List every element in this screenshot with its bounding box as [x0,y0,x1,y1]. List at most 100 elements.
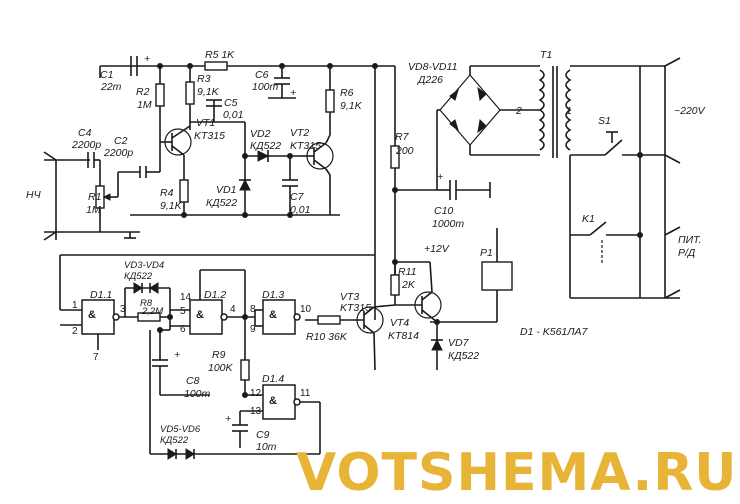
transistor-vt1: VT1 KT315 [160,117,225,156]
svg-text:9: 9 [250,324,256,335]
c5-value: 0,01 [223,109,243,121]
vt1-value: KT315 [194,130,225,142]
svg-text:+: + [174,349,180,361]
vt3-label: VT3 [340,291,359,303]
junctions [157,63,643,398]
top-rail [99,65,395,78]
switch-s1: S1 [598,115,640,156]
c5-label: C5 [224,97,238,109]
r4-label: R4 [160,187,174,199]
diode-vd7: VD7 КД522 [431,322,479,370]
resistor-r10: R10 36K [305,315,364,343]
svg-text:11: 11 [300,388,311,399]
svg-text:&: & [88,309,96,321]
resistor-r3: R3 9,1K [185,73,220,105]
svg-text:+: + [437,171,443,183]
transistor-vt4: VT4 KT814 [388,261,442,342]
vt3-value: KT315 [340,302,371,314]
r2-value: 1M [137,99,152,111]
resistor-r5: R5 1K [204,49,235,71]
plus-12v-label: +12V [424,243,450,255]
c10-label: C10 [434,205,453,217]
diode-vd3-vd4: VD3-VD4 КД522 [119,260,170,318]
svg-text:14: 14 [180,292,192,303]
vd3-value: КД522 [124,271,153,282]
svg-text:+: + [290,87,296,99]
r4-value: 9,1K [160,200,183,212]
vd2-value: КД522 [250,140,281,152]
r11-value: 2K [401,279,416,291]
capacitor-c6: + C6 100m [252,66,296,99]
pit-label: ПИТ. [678,234,702,246]
vt4-value: KT814 [388,330,419,342]
vt4-label: VT4 [390,317,409,329]
capacitor-c8: + C8 100m [152,329,211,400]
gate-d1-2: & D1.2 14 5 6 4 [170,269,245,335]
vt2-label: VT2 [290,127,309,139]
c7-value: 0,01 [290,204,310,216]
vd7-label: VD7 [448,337,470,349]
transformer-t1: T1 1 2 [515,49,572,158]
gate-d1-1: & D1.1 1 2 3 7 [72,289,126,363]
r10-label: R10 36K [306,331,348,343]
c8-value: 100m [184,388,211,400]
capacitor-c5: C5 0,01 [190,97,243,123]
svg-text:10: 10 [300,304,312,315]
svg-text:8: 8 [250,304,256,315]
r1-label: R1 [88,191,101,203]
winding-2-label: 2 [515,105,522,117]
relay-coil-p1: P1 [430,228,513,323]
vd5-label: VD5-VD6 [160,424,201,435]
v220-label: ~220V [674,105,706,117]
c1-label: C1 [100,69,113,81]
c8-label: C8 [186,375,200,387]
resistor-r11: R11 2K [390,261,430,305]
vd7-value: КД522 [448,350,479,362]
diode-vd5-vd6: VD5-VD6 КД522 [149,330,320,460]
capacitor-c10: + C10 1000m [432,171,491,230]
r7-label: R7 [395,131,410,143]
winding-1-label: 1 [566,105,572,117]
s1-label: S1 [598,115,611,127]
svg-text:+: + [144,53,150,65]
vd5-value: КД522 [160,435,189,446]
p1-label: P1 [480,247,493,259]
potentiometer-r1: R1 1M [86,160,119,232]
capacitor-c4: C4 2200p [71,127,101,168]
watermark: VOTSHEMA.RU [296,443,737,503]
diode-vd1: VD1 КД522 [206,156,251,215]
d1-3-label: D1.3 [262,289,284,301]
diode-vd2: VD2 КД522 [245,128,300,162]
c4-label: C4 [78,127,92,139]
transistor-vt2: VT2 KT315 [290,127,334,170]
nch-label: НЧ [26,189,42,201]
resistor-r2: R2 1M [136,83,165,111]
r3-label: R3 [197,73,211,85]
resistor-r9: R9 100K [208,349,250,395]
svg-text:1: 1 [72,300,78,311]
d1-2-label: D1.2 [204,289,226,301]
gate-d1-3: & D1.3 8 9 10 [250,289,312,335]
svg-text:4: 4 [230,304,236,315]
c4-value: 2200p [71,139,101,151]
svg-text:&: & [196,309,204,321]
resistor-r4: R4 9,1K [160,170,189,215]
svg-text:6: 6 [180,324,186,335]
vd8-label: VD8-VD11 [408,61,457,73]
c6-value: 100m [252,81,279,93]
c2-value: 2200p [103,147,133,159]
gate-d1-4: & D1.4 12 13 11 [240,373,321,454]
capacitor-c1: + C1 22m [100,53,150,93]
r6-value: 9,1K [340,100,363,112]
input-nch: НЧ [26,151,140,241]
d1-1-label: D1.1 [90,289,112,301]
capacitor-c9: + C9 10m [225,411,277,453]
c9-label: C9 [256,429,270,441]
bridge-rectifier: VD8-VD11 Д226 [408,61,540,190]
r5-label: R5 1K [205,49,235,61]
r6-label: R6 [340,87,354,99]
c2-label: C2 [114,135,128,147]
svg-text:12: 12 [250,388,262,399]
